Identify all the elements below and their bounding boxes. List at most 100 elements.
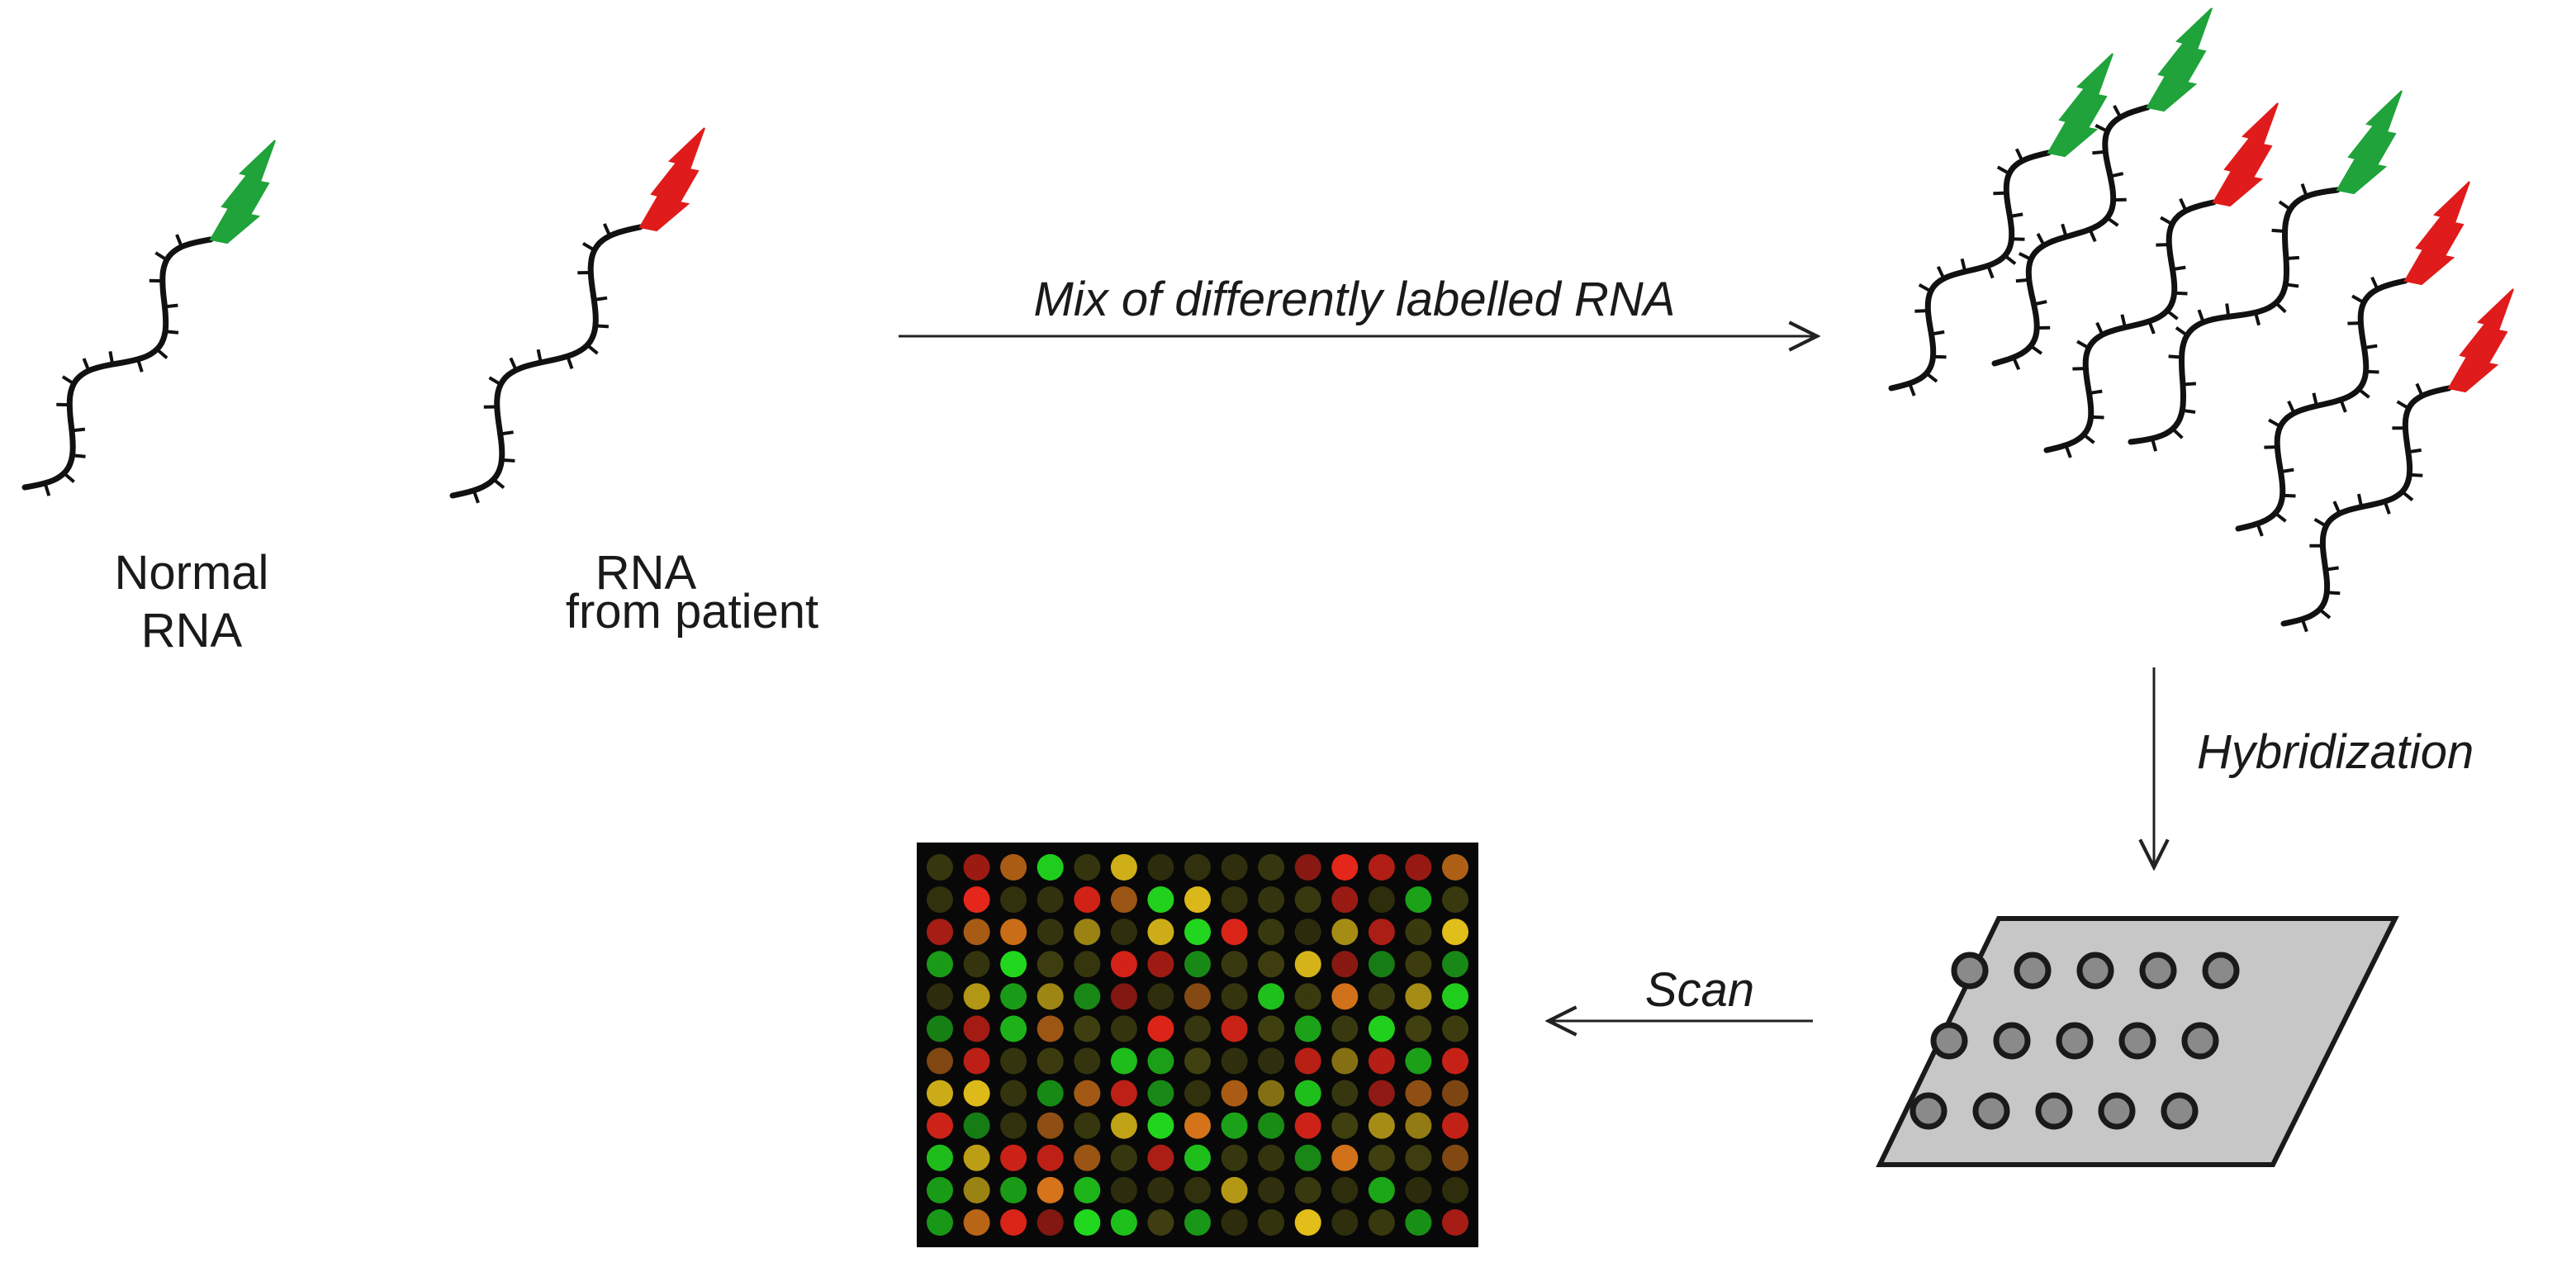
scan-spot: [1000, 1112, 1027, 1139]
scan-spot: [1000, 886, 1027, 914]
patient-rna-label-line1: RNA: [595, 546, 697, 600]
scan-spot: [1000, 854, 1027, 881]
rna-base-tick: [2274, 511, 2287, 523]
rna-base-tick: [2357, 387, 2370, 399]
scan-spot: [1368, 1112, 1395, 1139]
rna-base-tick: [63, 472, 75, 483]
rna-base-tick: [2109, 172, 2124, 178]
slide-spot: [2181, 1022, 2219, 1060]
scan-spot: [1184, 1112, 1211, 1139]
slide-spot: [2098, 1092, 2136, 1130]
rna-base-tick: [2120, 314, 2127, 328]
scan-spot: [927, 919, 953, 946]
scan-spot: [1074, 983, 1101, 1010]
scan-spot: [1147, 1080, 1174, 1107]
scan-spot: [1110, 1209, 1137, 1236]
scan-spot: [1037, 1047, 1064, 1075]
scan-spot: [1258, 919, 1285, 946]
mix-step: Mix of differently labelled RNA: [899, 273, 1817, 336]
rna-base-tick: [72, 453, 86, 458]
rna-backbone: [2235, 278, 2408, 532]
scan-spot: [1294, 951, 1321, 978]
scan-spot: [963, 1176, 990, 1203]
scan-spot: [963, 1144, 990, 1171]
scan-spot: [1147, 983, 1174, 1010]
scan-spot: [1037, 919, 1064, 946]
rna-base-tick: [472, 490, 480, 504]
scan-spot: [1000, 919, 1027, 946]
scan-spot: [1442, 983, 1468, 1010]
fluorescent-label-icon: [2146, 7, 2213, 112]
microarray-slide: [1876, 916, 2399, 1167]
patient-rna-strand: [449, 127, 705, 504]
scan-spot: [927, 1047, 953, 1075]
scan-spot: [1331, 983, 1359, 1010]
scan-spot: [1405, 951, 1432, 978]
rna-base-tick: [108, 351, 115, 365]
scan-spot: [1110, 1015, 1137, 1042]
scanned-microarray-image: [917, 843, 1478, 1247]
normal-rna-label-line2: RNA: [141, 604, 243, 657]
rna-base-tick: [2197, 309, 2205, 323]
rna-base-tick: [2090, 415, 2104, 420]
rna-backbone: [2280, 385, 2452, 627]
scan-spot: [1110, 983, 1137, 1010]
scan-spot: [1294, 886, 1321, 914]
scan-spot: [963, 854, 990, 881]
rna-base-tick: [2175, 326, 2189, 337]
scan-spot: [1110, 951, 1137, 978]
scan-spot: [1110, 1112, 1137, 1139]
scan-spot: [1331, 1015, 1359, 1042]
scan-spot: [1110, 1047, 1137, 1075]
scan-spot: [927, 951, 953, 978]
scan-spot: [1405, 1112, 1432, 1139]
slide-spots: [1909, 952, 2240, 1130]
rna-base-tick: [2351, 294, 2365, 305]
rna-base-tick: [2271, 228, 2285, 233]
rna-base-tick: [500, 430, 514, 436]
scan-spot: [1331, 886, 1359, 914]
slide-spot: [2014, 952, 2052, 990]
scan-spot: [1000, 1176, 1027, 1203]
scan-spot: [963, 886, 990, 914]
slide-spot: [2161, 1092, 2199, 1130]
scan-spot: [1442, 1176, 1468, 1203]
scan-spot: [1037, 1144, 1064, 1171]
scan-spot: [1331, 1080, 1359, 1107]
rna-base-tick: [2106, 216, 2119, 227]
rna-base-tick: [2225, 303, 2231, 317]
mixed-rna-strand: [2128, 90, 2403, 452]
scan-spot: [963, 951, 990, 978]
rna-base-tick: [2172, 265, 2186, 272]
scan-spot: [1221, 1144, 1248, 1171]
rna-base-tick: [2408, 448, 2422, 454]
scan-spot: [1368, 1209, 1395, 1236]
slide-spot: [2056, 1022, 2094, 1060]
rna-base-tick: [2401, 490, 2414, 501]
rna-base-tick: [1986, 264, 1995, 279]
rna-base-tick: [1918, 282, 1932, 293]
rna-base-tick: [2094, 124, 2109, 133]
scan-spot: [927, 983, 953, 1010]
scan-spot: [1294, 1080, 1321, 1107]
rna-base-tick: [2166, 309, 2179, 320]
scan-spot: [1037, 886, 1064, 914]
rna-base-tick: [2313, 517, 2327, 528]
scan-spot: [1037, 1176, 1064, 1203]
scan-spot: [1184, 1047, 1211, 1075]
rna-backbone: [1991, 104, 2151, 367]
scan-spot: [1405, 1176, 1432, 1203]
rna-base-tick: [2339, 399, 2347, 413]
scan-spot: [1110, 1080, 1137, 1107]
scan-spot: [963, 1047, 990, 1075]
scan-spot: [1184, 1209, 1211, 1236]
mixed-rna-pool: [1888, 7, 2514, 633]
rna-base-tick: [2264, 445, 2278, 449]
scan-spot: [1184, 886, 1211, 914]
scan-spot: [1110, 919, 1137, 946]
scan-spot: [1037, 1112, 1064, 1139]
rna-base-tick: [2300, 183, 2308, 197]
scan-spot: [1147, 1015, 1174, 1042]
scan-spot: [1184, 983, 1211, 1010]
fluorescent-label-icon: [2336, 90, 2403, 195]
